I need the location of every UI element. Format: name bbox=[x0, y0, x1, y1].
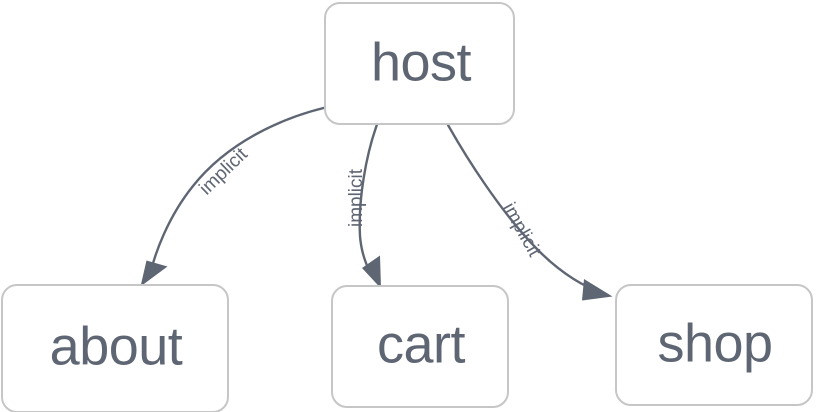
node-host-label: host bbox=[371, 32, 472, 92]
node-cart[interactable]: cart bbox=[331, 285, 509, 408]
edge-host-shop-label: implicit bbox=[498, 199, 545, 261]
edge-host-about-arrowhead bbox=[140, 260, 168, 287]
node-host[interactable]: host bbox=[324, 2, 515, 125]
node-about-label: about bbox=[50, 316, 183, 376]
edge-host-cart[interactable]: implicit bbox=[346, 123, 381, 289]
node-shop-label: shop bbox=[657, 313, 772, 373]
edge-host-about-label: implicit bbox=[195, 143, 252, 199]
edge-host-shop-path bbox=[446, 123, 602, 294]
node-cart-label: cart bbox=[377, 314, 466, 374]
node-host-box bbox=[324, 2, 515, 125]
edge-host-about-path bbox=[148, 106, 327, 278]
edge-host-about[interactable]: implicit bbox=[140, 106, 327, 287]
node-about[interactable]: about bbox=[1, 284, 229, 412]
edge-host-shop-arrowhead bbox=[582, 279, 613, 301]
edge-host-shop[interactable]: implicit bbox=[446, 123, 613, 301]
node-shop-box bbox=[615, 284, 813, 406]
node-shop[interactable]: shop bbox=[615, 284, 813, 406]
edge-host-cart-arrowhead bbox=[362, 255, 381, 289]
node-about-box bbox=[1, 284, 229, 412]
edge-host-cart-label: implicit bbox=[346, 168, 367, 227]
edge-group: implicit implicit implicit bbox=[140, 106, 613, 301]
node-cart-box bbox=[331, 285, 509, 408]
